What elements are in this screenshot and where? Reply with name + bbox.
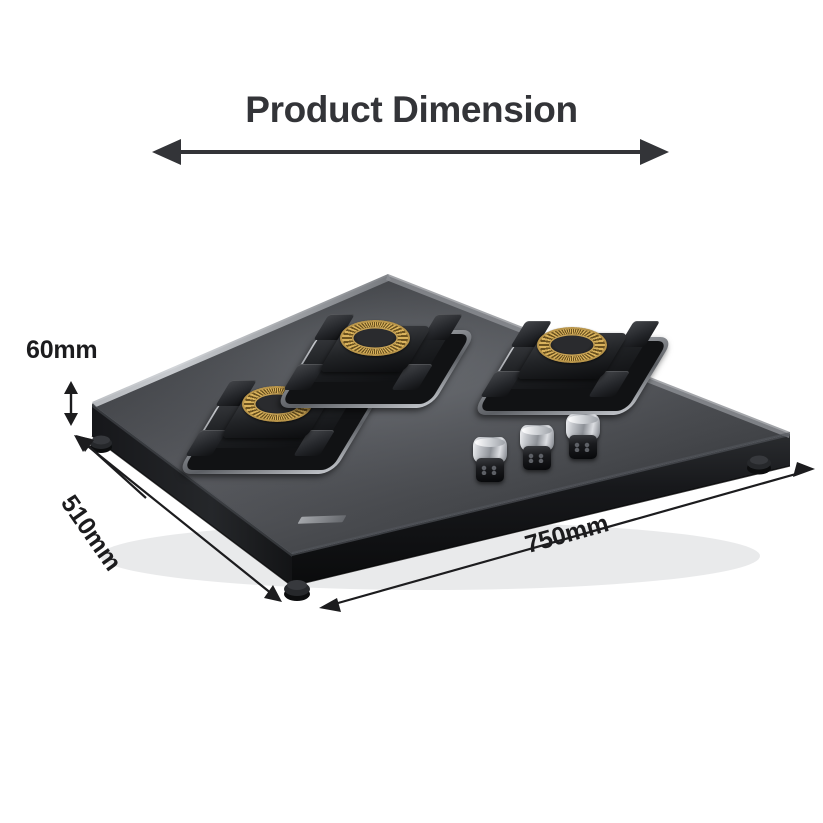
hob-foot xyxy=(284,580,310,601)
control-knob-1[interactable] xyxy=(473,437,507,485)
page-title: Product Dimension xyxy=(245,89,578,130)
burner-rear-center[interactable] xyxy=(274,286,478,454)
knob-collar xyxy=(523,446,551,470)
burner-right[interactable] xyxy=(471,293,675,461)
knob-collar xyxy=(569,435,597,459)
dimension-label-height: 60mm xyxy=(26,336,98,364)
knob-collar xyxy=(476,458,504,482)
burner-flame-ring xyxy=(340,320,410,356)
burner-flame-ring xyxy=(537,327,607,363)
control-knob-3[interactable] xyxy=(566,414,600,462)
hob-foot xyxy=(90,435,112,453)
control-knob-2[interactable] xyxy=(520,425,554,473)
